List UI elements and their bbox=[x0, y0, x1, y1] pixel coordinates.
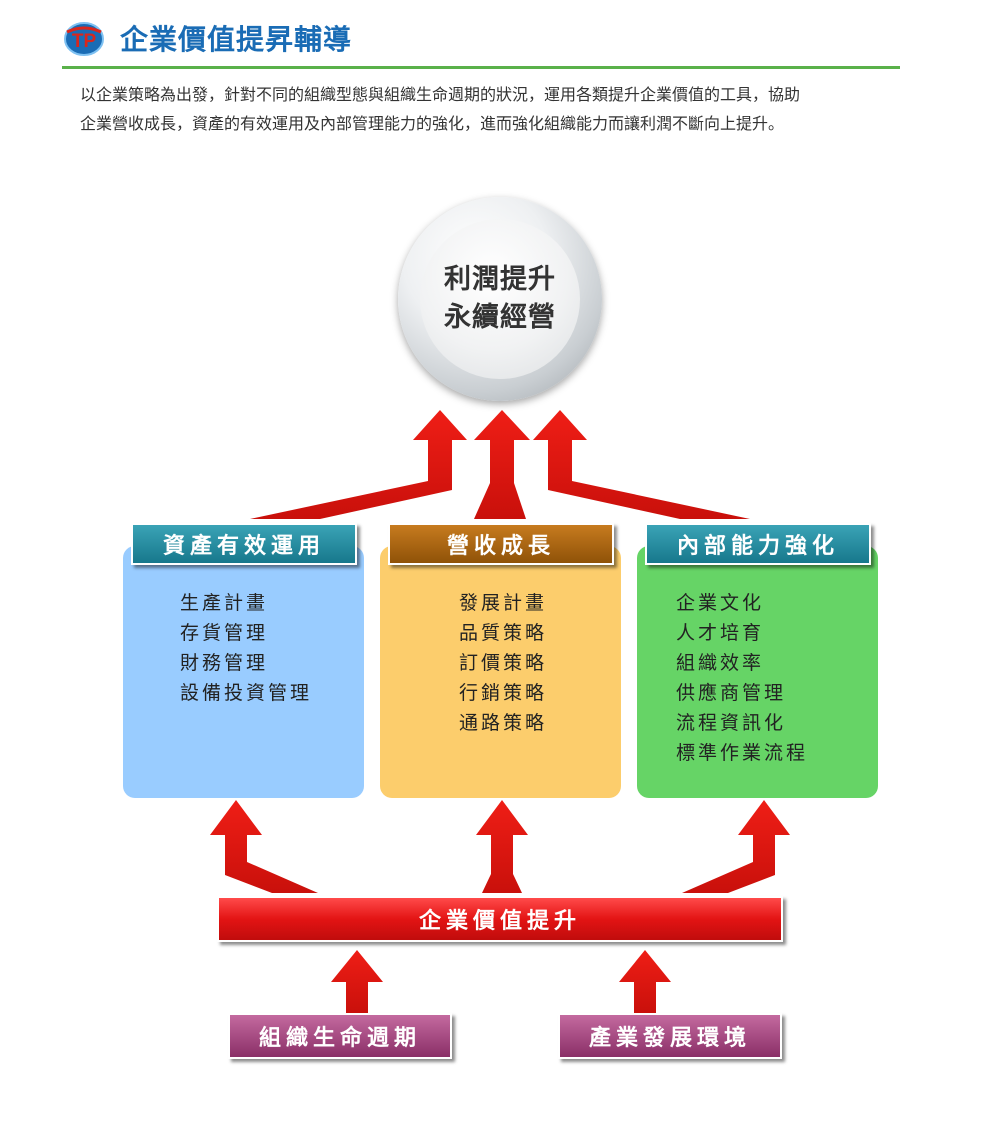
tp-logo-icon: TP bbox=[64, 22, 104, 56]
internal-panel: 企業文化 人才培育 組織效率 供應商管理 流程資訊化 標準作業流程 bbox=[637, 546, 878, 798]
logo-text: TP bbox=[72, 31, 97, 52]
internal-item: 人才培育 bbox=[676, 622, 765, 644]
internal-item: 企業文化 bbox=[676, 592, 765, 614]
arrow-foundation-to-internal bbox=[682, 800, 790, 893]
arrow-industry-to-foundation bbox=[619, 950, 671, 1013]
goal-line-1: 利潤提升 bbox=[444, 264, 556, 295]
intro-line-1: 以企業策略為出發，針對不同的組織型態與組織生命週期的狀況，運用各類提升企業價值的… bbox=[80, 85, 801, 104]
asset-item: 財務管理 bbox=[180, 652, 269, 674]
internal-item: 流程資訊化 bbox=[676, 712, 787, 734]
internal-item: 組織效率 bbox=[676, 652, 765, 674]
asset-item: 存貨管理 bbox=[180, 622, 269, 644]
page-title: 企業價值提昇輔導 bbox=[120, 23, 353, 56]
revenue-item: 通路策略 bbox=[459, 712, 548, 734]
revenue-item: 訂價策略 bbox=[459, 652, 548, 674]
internal-item: 供應商管理 bbox=[676, 682, 787, 704]
intro-line-2: 企業營收成長，資產的有效運用及內部管理能力的強化，進而強化組織能力而讓利潤不斷向… bbox=[80, 114, 785, 133]
asset-item: 設備投資管理 bbox=[180, 682, 313, 704]
goal-circle: 利潤提升 永續經營 bbox=[398, 197, 602, 401]
arrow-asset-to-goal bbox=[237, 410, 467, 519]
goal-line-2: 永續經營 bbox=[444, 302, 556, 333]
revenue-item: 品質策略 bbox=[459, 622, 548, 644]
title-divider bbox=[62, 66, 900, 69]
asset-panel-title: 資產有效運用 bbox=[131, 523, 357, 565]
internal-item: 標準作業流程 bbox=[676, 742, 809, 764]
arrow-foundation-to-revenue bbox=[476, 800, 528, 893]
asset-panel: 生產計畫 存貨管理 財務管理 設備投資管理 bbox=[123, 546, 364, 798]
driver-lifecycle: 組織生命週期 bbox=[228, 1013, 452, 1059]
foundation-bar: 企業價值提升 bbox=[217, 896, 783, 942]
arrow-revenue-to-goal bbox=[474, 410, 530, 519]
asset-item-list: 生產計畫 存貨管理 財務管理 設備投資管理 bbox=[180, 588, 312, 708]
arrow-foundation-to-asset bbox=[210, 800, 318, 893]
revenue-item: 發展計畫 bbox=[459, 592, 548, 614]
intro-text: 以企業策略為出發，針對不同的組織型態與組織生命週期的狀況，運用各類提升企業價值的… bbox=[80, 80, 900, 138]
revenue-panel-title: 營收成長 bbox=[388, 523, 614, 565]
asset-item: 生產計畫 bbox=[180, 592, 269, 614]
revenue-panel: 發展計畫 品質策略 訂價策略 行銷策略 通路策略 bbox=[380, 546, 621, 798]
goal-circle-face: 利潤提升 永續經營 bbox=[420, 219, 580, 379]
revenue-item: 行銷策略 bbox=[459, 682, 548, 704]
revenue-item-list: 發展計畫 品質策略 訂價策略 行銷策略 通路策略 bbox=[459, 588, 547, 738]
internal-panel-title: 內部能力強化 bbox=[645, 523, 871, 565]
internal-item-list: 企業文化 人才培育 組織效率 供應商管理 流程資訊化 標準作業流程 bbox=[676, 588, 808, 768]
arrow-internal-to-goal bbox=[533, 410, 760, 519]
arrow-lifecycle-to-foundation bbox=[331, 950, 383, 1013]
driver-industry: 產業發展環境 bbox=[558, 1013, 782, 1059]
